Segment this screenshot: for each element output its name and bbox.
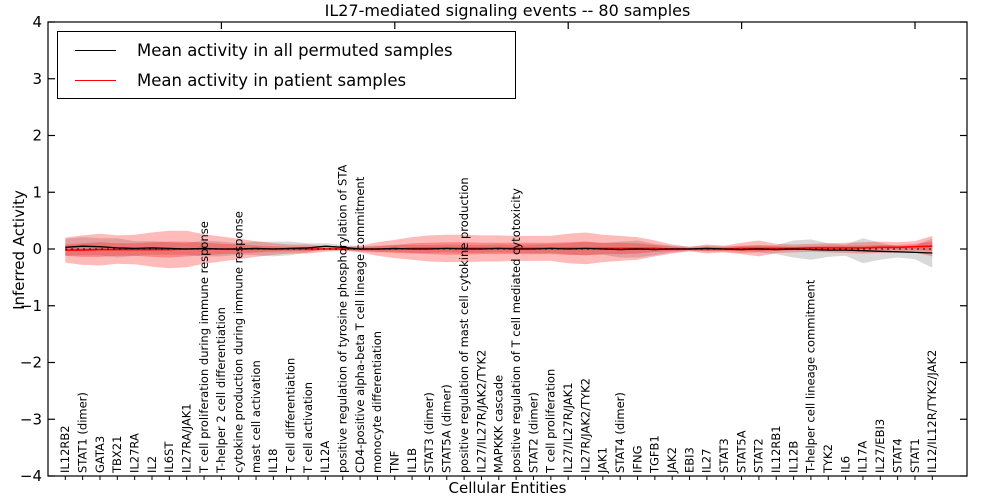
category-label: TGFB1 (648, 435, 662, 474)
permuted-std-band (65, 237, 933, 268)
category-label: IL27R/JAK2/TYK2 (578, 378, 592, 473)
category-label: TBX21 (110, 436, 124, 474)
y-axis-label: Inferred Activity (10, 190, 28, 310)
category-label: GATA3 (93, 436, 107, 473)
legend-label-patient: Mean activity in patient samples (137, 70, 407, 90)
x-axis-label: Cellular Entities (448, 479, 567, 497)
category-label: IL27RA (127, 433, 141, 473)
y-tick-label: −2 (20, 354, 42, 372)
legend-entry-patient: Mean activity in patient samples (58, 71, 515, 90)
y-tick-label: −1 (20, 297, 42, 315)
category-label: IL6ST (162, 441, 176, 473)
legend: Mean activity in all permuted samples Me… (57, 31, 516, 99)
category-label: T-helper 2 cell differentiation (214, 307, 228, 474)
y-tick-label: 0 (32, 240, 42, 258)
category-label: monocyte differentiation (370, 331, 384, 473)
category-label: T cell activation (301, 382, 315, 474)
category-label: positive regulation of tyrosine phosphor… (336, 165, 350, 473)
category-label: JAK2 (665, 447, 679, 474)
category-label: IL12/IL12R/TYK2/JAK2 (925, 350, 939, 473)
category-label: IL1B (405, 448, 419, 473)
legend-entry-permuted: Mean activity in all permuted samples (58, 41, 515, 60)
category-label: STAT4 (890, 438, 904, 473)
y-tick-label: 2 (32, 127, 42, 145)
y-tick-label: 4 (32, 13, 42, 31)
chart-title: IL27-mediated signaling events -- 80 sam… (324, 1, 691, 20)
category-label: IL27/EBI3 (873, 419, 887, 473)
permuted-line-swatch-icon (75, 49, 116, 51)
category-label: MAPKKK cascade (492, 375, 506, 473)
category-label: IL27/IL27R/JAK2/TYK2 (474, 350, 488, 473)
y-tick-label: −3 (20, 410, 42, 428)
category-label: STAT3 (717, 438, 731, 473)
patient-line-swatch-icon (75, 79, 116, 81)
category-label: T cell proliferation (544, 369, 558, 474)
category-label: IL27/IL27R/JAK1 (561, 382, 575, 473)
y-tick-label: 3 (32, 70, 42, 88)
category-label: STAT2 (752, 438, 766, 473)
category-label: positive regulation of mast cell cytokin… (457, 177, 471, 473)
category-label: T cell proliferation during immune respo… (197, 221, 211, 474)
category-label: TNF (388, 451, 402, 474)
category-label: IL18 (266, 449, 280, 473)
category-label: IL27RA/JAK1 (179, 403, 193, 473)
category-label: JAK1 (596, 447, 610, 474)
category-label: IL12B (786, 441, 800, 473)
category-label: STAT5A (dimer) (440, 384, 454, 473)
category-label: IL12RB2 (58, 425, 72, 473)
category-label: CD4-positive alpha-beta T cell lineage c… (353, 176, 367, 473)
legend-label-permuted: Mean activity in all permuted samples (137, 40, 453, 60)
category-label: IL27 (700, 449, 714, 473)
category-label: STAT2 (dimer) (526, 392, 540, 473)
category-label: STAT4 (dimer) (613, 392, 627, 473)
category-label: mast cell activation (249, 360, 263, 473)
category-label: STAT1 (908, 438, 922, 473)
category-label: TYK2 (821, 444, 835, 474)
category-label: STAT5A (734, 430, 748, 473)
category-label: IL12RB1 (769, 425, 783, 473)
category-label: IL12A (318, 441, 332, 473)
y-tick-label: −4 (20, 467, 42, 485)
category-label: STAT3 (dimer) (422, 392, 436, 473)
category-label: cytokine production during immune respon… (232, 211, 246, 473)
category-label: T cell differentiation (284, 358, 298, 474)
category-label: IL6 (838, 456, 852, 473)
category-label: IL17A (856, 441, 870, 473)
category-label: IL2 (145, 456, 159, 473)
y-tick-label: 1 (32, 183, 42, 201)
category-label: T-helper cell lineage commitment (804, 279, 818, 474)
category-label: STAT1 (dimer) (75, 392, 89, 473)
category-label: EBI3 (682, 447, 696, 473)
category-label: positive regulation of T cell mediated c… (509, 188, 523, 473)
category-label: IFNG (630, 445, 644, 473)
